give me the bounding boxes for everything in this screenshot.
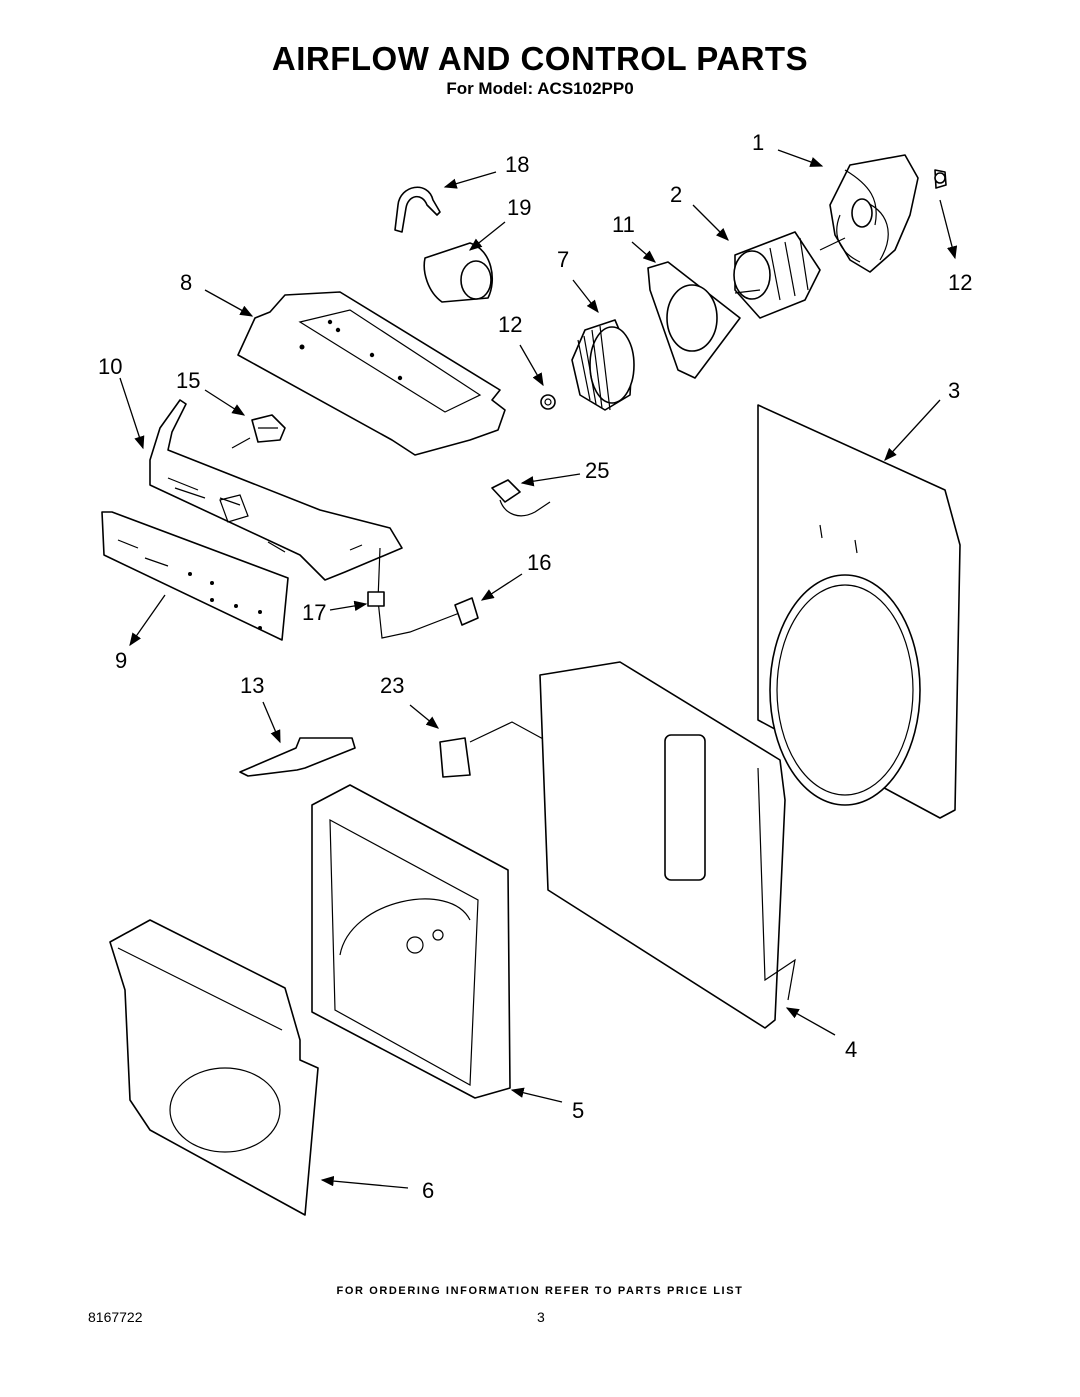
callout-11: 11 — [612, 212, 635, 237]
air-duct-part — [109, 919, 319, 1216]
callout-19: 19 — [507, 195, 531, 220]
callout-16: 16 — [527, 550, 551, 575]
control-cover-part — [237, 291, 506, 456]
capacitor-bracket-part — [394, 186, 441, 233]
model-subtitle: For Model: ACS102PP0 — [446, 79, 634, 98]
callout-18: 18 — [505, 152, 529, 177]
callout-12-upper: 12 — [948, 270, 972, 295]
callout-1: 1 — [752, 130, 764, 155]
clip-part-lower — [540, 394, 556, 410]
callout-17: 17 — [302, 600, 326, 625]
orifice-plate-part — [647, 261, 741, 379]
leader-lines — [119, 149, 958, 1189]
callout-15: 15 — [176, 368, 200, 393]
fan-blade-part — [829, 154, 919, 273]
callout-8: 8 — [180, 270, 192, 295]
callout-25: 25 — [585, 458, 609, 483]
callout-2: 2 — [670, 182, 682, 207]
callout-9: 9 — [115, 648, 127, 673]
callout-5: 5 — [572, 1098, 584, 1123]
power-cord-part — [367, 547, 479, 639]
capacitor-part — [423, 242, 494, 303]
callout-7: 7 — [557, 247, 569, 272]
control-panel-part — [101, 511, 289, 641]
front-shroud-part — [757, 404, 961, 819]
page-number: 3 — [537, 1309, 545, 1325]
callout-12-lower: 12 — [498, 312, 522, 337]
callout-10: 10 — [98, 354, 122, 379]
callout-4: 4 — [845, 1037, 857, 1062]
callout-23: 23 — [380, 673, 404, 698]
callout-labels: 1 2 3 4 5 6 7 8 9 10 11 12 12 13 15 16 1… — [98, 130, 972, 1203]
callout-6: 6 — [422, 1178, 434, 1203]
control-bracket-part — [149, 399, 403, 581]
switch-part — [231, 414, 286, 449]
thermistor-part — [491, 479, 551, 517]
fan-motor-part — [733, 231, 846, 319]
scroll-housing-part — [311, 784, 511, 1099]
support-bracket-part — [239, 737, 356, 777]
page-title: AIRFLOW AND CONTROL PARTS — [271, 40, 809, 77]
clip-part-upper — [934, 169, 947, 189]
ordering-note: FOR ORDERING INFORMATION REFER TO PARTS … — [336, 1285, 744, 1297]
document-number: 8167722 — [88, 1309, 143, 1325]
callout-13: 13 — [240, 673, 264, 698]
divider-panel-part — [539, 661, 796, 1029]
blower-wheel-part — [571, 319, 635, 411]
callout-3: 3 — [948, 378, 960, 403]
